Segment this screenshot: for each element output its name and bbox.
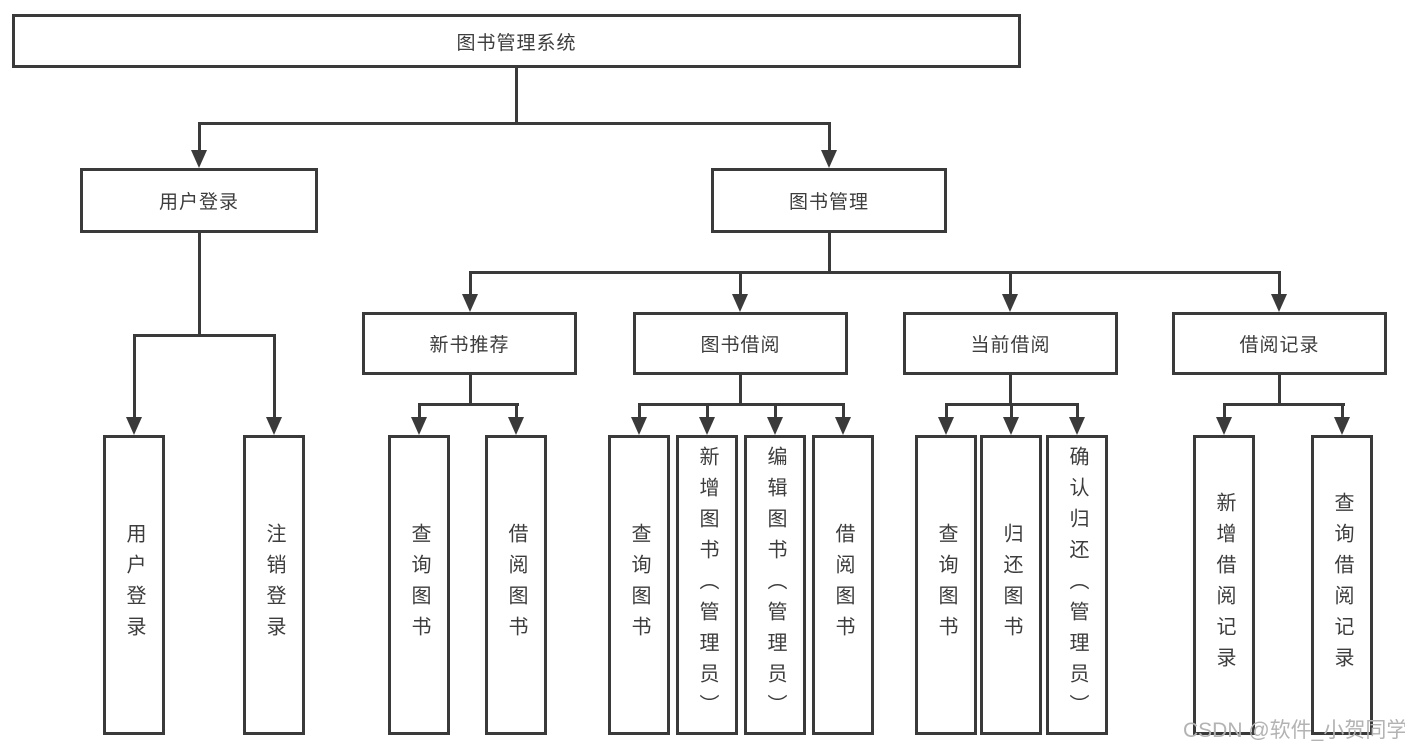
connector-line	[515, 68, 518, 125]
connector-line	[133, 335, 136, 419]
connector-line	[638, 404, 641, 419]
node-leaf-query-books-label: 查询图书	[408, 523, 430, 647]
connector-line	[273, 335, 276, 419]
arrow-down-icon	[1069, 417, 1085, 435]
connector-line	[739, 272, 742, 296]
node-leaf-user-login-label: 用户登录	[123, 523, 145, 647]
connector-line	[1010, 404, 1013, 419]
node-leaf-add-books-admin: 新增图书（管理员）	[676, 435, 738, 735]
connector-line	[1341, 404, 1344, 419]
connector-line	[842, 404, 845, 419]
csdn-watermark: CSDN @软件_小贺同学	[1183, 719, 1405, 742]
connector-line	[198, 122, 831, 125]
arrow-down-icon	[411, 417, 427, 435]
node-leaf-query-borrow-record: 查询借阅记录	[1311, 435, 1373, 735]
node-leaf-return-books: 归还图书	[980, 435, 1042, 735]
node-leaf-return-books-label: 归还图书	[1000, 523, 1022, 647]
node-user-login: 用户登录	[80, 168, 318, 233]
node-leaf-logout-label: 注销登录	[263, 523, 285, 647]
arrow-down-icon	[508, 417, 524, 435]
node-leaf-query-books: 查询图书	[388, 435, 450, 735]
node-current-borrowing: 当前借阅	[903, 312, 1118, 375]
connector-line	[469, 272, 472, 296]
node-leaf-borrow-books: 借阅图书	[485, 435, 547, 735]
node-leaf-confirm-return-admin-label: 确认归还（管理员）	[1066, 445, 1088, 725]
node-leaf-logout: 注销登录	[243, 435, 305, 735]
node-new-book-recommend-label: 新书推荐	[429, 335, 510, 356]
arrow-down-icon	[835, 417, 851, 435]
node-leaf-query-books: 查询图书	[608, 435, 670, 735]
connector-line	[515, 404, 518, 419]
connector-line	[469, 375, 472, 406]
node-book-management: 图书管理	[711, 168, 947, 233]
arrow-down-icon	[191, 150, 207, 168]
connector-line	[739, 375, 742, 406]
node-leaf-query-borrow-record-label: 查询借阅记录	[1331, 492, 1353, 678]
arrow-down-icon	[126, 417, 142, 435]
connector-line	[418, 403, 519, 406]
connector-line	[774, 404, 777, 419]
node-borrowing-records-label: 借阅记录	[1239, 335, 1320, 356]
arrow-down-icon	[1271, 294, 1287, 312]
node-leaf-add-borrow-record: 新增借阅记录	[1193, 435, 1255, 735]
arrow-down-icon	[1003, 417, 1019, 435]
arrow-down-icon	[1216, 417, 1232, 435]
node-root-label: 图书管理系统	[456, 32, 577, 54]
node-leaf-query-books-label: 查询图书	[628, 523, 650, 647]
node-leaf-add-borrow-record-label: 新增借阅记录	[1213, 492, 1235, 678]
node-user-login-label: 用户登录	[158, 192, 239, 213]
node-book-management-label: 图书管理	[788, 192, 869, 213]
node-borrowing-records: 借阅记录	[1172, 312, 1387, 375]
node-leaf-borrow-books: 借阅图书	[812, 435, 874, 735]
arrow-down-icon	[631, 417, 647, 435]
arrow-down-icon	[266, 417, 282, 435]
connector-line	[1223, 403, 1345, 406]
arrow-down-icon	[1002, 294, 1018, 312]
connector-line	[1009, 375, 1012, 406]
node-new-book-recommend: 新书推荐	[362, 312, 577, 375]
node-leaf-query-books: 查询图书	[915, 435, 977, 735]
connector-line	[1076, 404, 1079, 419]
node-leaf-borrow-books-label: 借阅图书	[832, 523, 854, 647]
arrow-down-icon	[767, 417, 783, 435]
connector-line	[1278, 272, 1281, 296]
connector-line	[828, 233, 831, 274]
connector-line	[1278, 375, 1281, 406]
connector-line	[638, 403, 845, 406]
connector-line	[198, 124, 201, 152]
connector-line	[1223, 404, 1226, 419]
node-book-borrowing: 图书借阅	[633, 312, 848, 375]
connector-line	[706, 404, 709, 419]
node-leaf-edit-books-admin: 编辑图书（管理员）	[744, 435, 806, 735]
connector-line	[198, 233, 201, 337]
connector-line	[1009, 272, 1012, 296]
connector-line	[945, 404, 948, 419]
connector-line	[418, 404, 421, 419]
arrow-down-icon	[699, 417, 715, 435]
arrow-down-icon	[938, 417, 954, 435]
node-leaf-add-books-admin-label: 新增图书（管理员）	[696, 445, 718, 725]
arrow-down-icon	[1334, 417, 1350, 435]
node-leaf-user-login: 用户登录	[103, 435, 165, 735]
arrow-down-icon	[821, 150, 837, 168]
connector-line	[133, 334, 276, 337]
node-leaf-confirm-return-admin: 确认归还（管理员）	[1046, 435, 1108, 735]
arrow-down-icon	[732, 294, 748, 312]
node-book-borrowing-label: 图书借阅	[700, 335, 781, 356]
connector-line	[469, 271, 1281, 274]
connector-line	[828, 124, 831, 152]
node-root: 图书管理系统	[12, 14, 1021, 68]
node-leaf-edit-books-admin-label: 编辑图书（管理员）	[764, 445, 786, 725]
node-leaf-query-books-label: 查询图书	[935, 523, 957, 647]
node-leaf-borrow-books-label: 借阅图书	[505, 523, 527, 647]
node-current-borrowing-label: 当前借阅	[970, 335, 1051, 356]
arrow-down-icon	[462, 294, 478, 312]
